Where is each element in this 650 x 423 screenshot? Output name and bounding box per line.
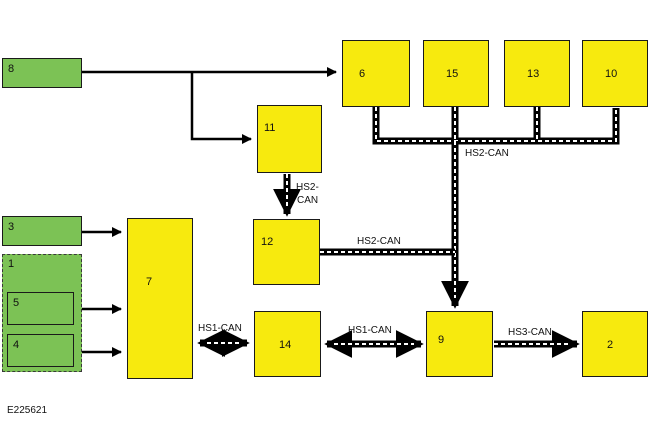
module-3: 3 [2, 216, 82, 246]
module-13-label: 13 [527, 68, 540, 80]
module-10: 10 [582, 40, 648, 107]
module-11-label: 11 [264, 122, 276, 134]
module-14-label: 14 [279, 339, 292, 351]
hs2-can-label-mid: HS2-CAN [357, 236, 401, 247]
module-15-label: 15 [446, 68, 459, 80]
module-15: 15 [423, 40, 489, 107]
hs2-can-label-top: HS2-CAN [465, 148, 509, 159]
module-5: 5 [7, 292, 74, 325]
module-13: 13 [504, 40, 570, 107]
module-5-label: 5 [13, 297, 20, 309]
module-10-label: 10 [605, 68, 618, 80]
module-8-label: 8 [8, 63, 15, 75]
module-4: 4 [7, 334, 74, 367]
module-6-label: 6 [359, 68, 366, 80]
module-11: 11 [257, 105, 322, 173]
module-3-label: 3 [8, 221, 15, 233]
module-14: 14 [254, 311, 321, 377]
hs1-can-label-right: HS1-CAN [348, 325, 392, 336]
module-7: 7 [127, 218, 193, 379]
module-1-label: 1 [8, 258, 15, 270]
wire-8-to-11 [190, 72, 252, 144]
hs2-can-label-short-b: CAN [297, 195, 319, 206]
module-8: 8 [2, 58, 82, 88]
figure-id: E225621 [7, 405, 48, 416]
can-bus-lines [197, 107, 620, 358]
module-9: 9 [426, 311, 493, 377]
module-6: 6 [342, 40, 410, 107]
module-9-label: 9 [438, 334, 445, 346]
hs2-can-label-short-a: HS2- [296, 182, 319, 193]
module-12: 12 [253, 219, 320, 285]
module-7-label: 7 [146, 276, 153, 288]
module-12-label: 12 [261, 236, 274, 248]
hs1-can-label-left: HS1-CAN [198, 323, 242, 334]
module-2: 2 [582, 311, 648, 377]
hs3-can-label: HS3-CAN [508, 327, 552, 338]
module-4-label: 4 [13, 339, 20, 351]
hs2-top-bus [372, 107, 620, 145]
module-2-label: 2 [607, 339, 614, 351]
